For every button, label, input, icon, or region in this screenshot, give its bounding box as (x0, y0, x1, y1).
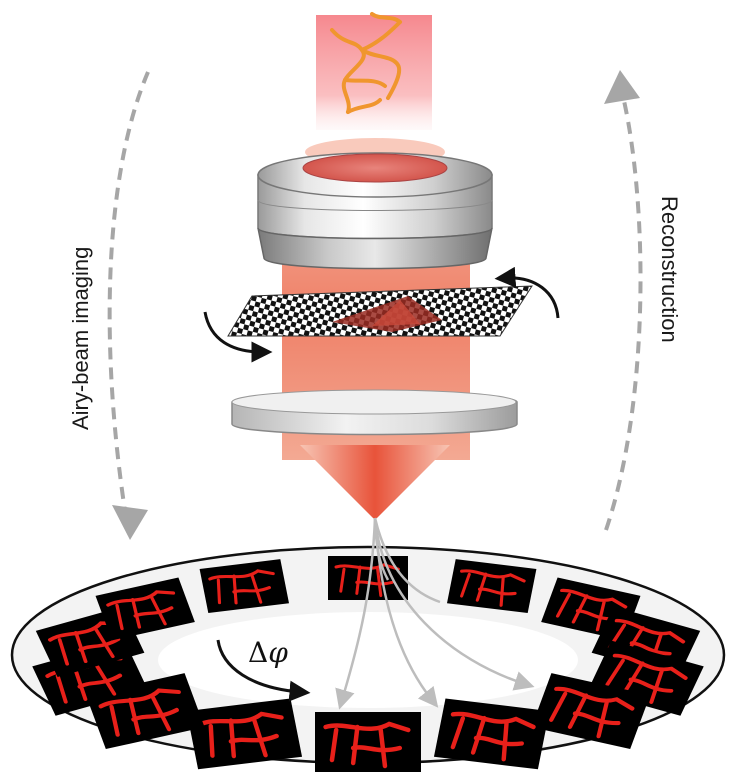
phase-mask (227, 285, 533, 337)
vessel-icon (549, 686, 635, 739)
vessel-icon (106, 590, 176, 631)
projection-rays (335, 517, 535, 710)
objective-lens (257, 152, 493, 270)
ring-image-tile (446, 559, 537, 614)
dashed-arrow-left (107, 71, 150, 531)
vessel-icon (334, 563, 400, 598)
vessel-icon (48, 621, 121, 666)
vessel-icon (555, 588, 628, 632)
sample-vessel-icon (330, 12, 402, 114)
vessel-icon (323, 721, 411, 769)
vessel-icon (607, 618, 686, 666)
vessel-icon (460, 569, 526, 607)
vessel-icon (450, 711, 536, 762)
vessel-icon (208, 569, 275, 605)
tube-lens (231, 389, 518, 436)
vessel-icon (605, 653, 688, 704)
label-reconstruction: Reconstruction (657, 196, 682, 343)
ring-image-tile (531, 673, 651, 750)
vessel-icon (197, 711, 284, 759)
dashed-arrow-right (604, 91, 643, 531)
ring-image-tile (433, 698, 550, 770)
ring-image-tile (186, 698, 303, 770)
ring-image-tile (199, 559, 290, 614)
curved-arrow-icon (494, 266, 560, 319)
sample-volume (316, 12, 432, 130)
label-airy-beam-imaging: Airy-beam imaging (68, 247, 93, 430)
ring-image-tile (315, 712, 421, 772)
arrow-head-down-icon (112, 505, 148, 540)
ring-image-tile (95, 577, 195, 641)
delta-phi-label: Δφ (248, 636, 288, 669)
image-ring (10, 545, 726, 772)
tile-group (32, 556, 704, 772)
vessel-icon (98, 688, 181, 737)
curved-arrow-icon (203, 311, 273, 363)
rotation-arrow-icon (216, 639, 311, 702)
arrow-head-up-icon (604, 70, 640, 104)
